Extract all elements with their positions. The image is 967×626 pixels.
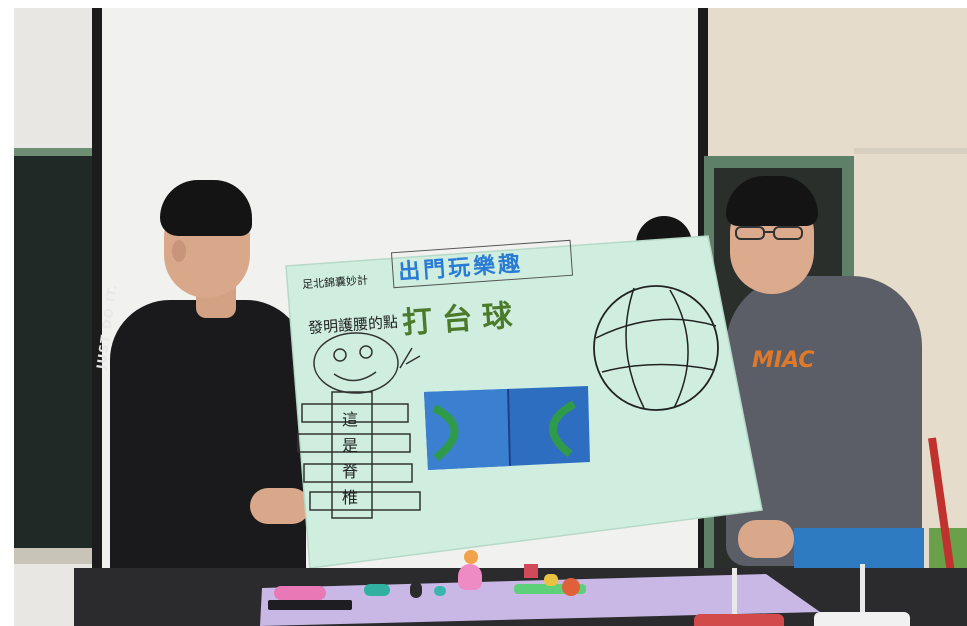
wall-shelf-left — [14, 548, 104, 564]
spine-char-4: 椎 — [342, 488, 359, 507]
straw-right — [860, 564, 865, 626]
left-student-ear — [172, 240, 186, 262]
clay-model-teal-dumbbell — [364, 584, 390, 596]
glasses-icon — [734, 226, 806, 240]
right-hoodie-print: MIAC — [752, 348, 815, 373]
right-student-hair — [726, 176, 818, 226]
spine-char-2: 是 — [342, 436, 359, 455]
spine-char-1: 這 — [342, 410, 359, 429]
clay-model-yellow — [544, 574, 558, 586]
cup-red — [694, 614, 784, 626]
clay-model-orange-head — [464, 550, 478, 564]
clay-model-black-board — [268, 600, 352, 610]
clay-model-pink-flat — [274, 586, 326, 600]
court-drawing — [424, 386, 590, 470]
clay-model-ball — [562, 578, 580, 596]
ball-drawing — [593, 285, 719, 411]
spine-doodle — [297, 332, 421, 519]
clay-model-red-cube — [524, 564, 538, 578]
clay-model-teal-small — [434, 586, 446, 596]
right-student-hand — [738, 520, 794, 558]
right-student-hoodie — [726, 276, 922, 566]
left-student-hand — [250, 488, 310, 524]
spine-char-3: 脊 — [342, 462, 359, 481]
clay-model-green-base — [514, 584, 586, 594]
left-student-hair — [160, 180, 252, 236]
tray — [260, 574, 820, 626]
cup-white — [814, 612, 910, 626]
clay-model-pink-figure — [458, 564, 482, 590]
wall-pipe — [854, 148, 967, 154]
photo-scene: JUST DO IT. MIAC 足北錦囊妙計 出門玩樂趣 發明護腰的點 打台球 — [14, 8, 967, 626]
left-student-body — [110, 300, 306, 600]
dark-board-left — [14, 148, 92, 556]
clay-model-black-small — [410, 582, 422, 598]
straw-left — [732, 568, 737, 626]
